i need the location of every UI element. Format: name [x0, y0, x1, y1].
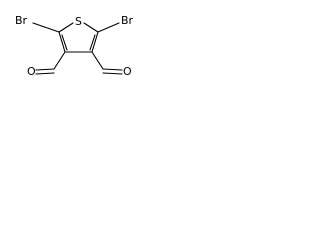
bond-cho-left-o — [35, 68, 55, 71]
atom-br-right: Br — [121, 14, 134, 27]
atom-o-right: O — [123, 65, 132, 78]
atom-o-left: O — [27, 65, 36, 78]
bond-br-c2 — [32, 22, 60, 33]
bond-cho-right-o-double — [102, 72, 123, 75]
molecule-structure: Br S Br O O — [15, 14, 134, 78]
bond-cho-right-o — [102, 68, 123, 71]
bond-c2-c3-double — [61, 34, 68, 51]
atom-br-left: Br — [15, 14, 28, 27]
bond-c2-s — [58, 22, 74, 33]
bond-c3-cho-left — [53, 51, 66, 70]
bond-layer — [32, 22, 123, 75]
atom-sulfur: S — [75, 15, 82, 28]
bond-cho-left-o-double — [35, 72, 55, 75]
atom-label-layer: Br S Br O O — [15, 14, 134, 78]
bond-c5-c4-double — [89, 34, 96, 51]
bond-c4-cho-right — [91, 51, 104, 70]
bond-c5-br — [97, 22, 120, 33]
bond-c2-c3 — [58, 31, 66, 53]
bond-c5-c4 — [91, 31, 99, 53]
bond-s-c5 — [83, 22, 99, 33]
